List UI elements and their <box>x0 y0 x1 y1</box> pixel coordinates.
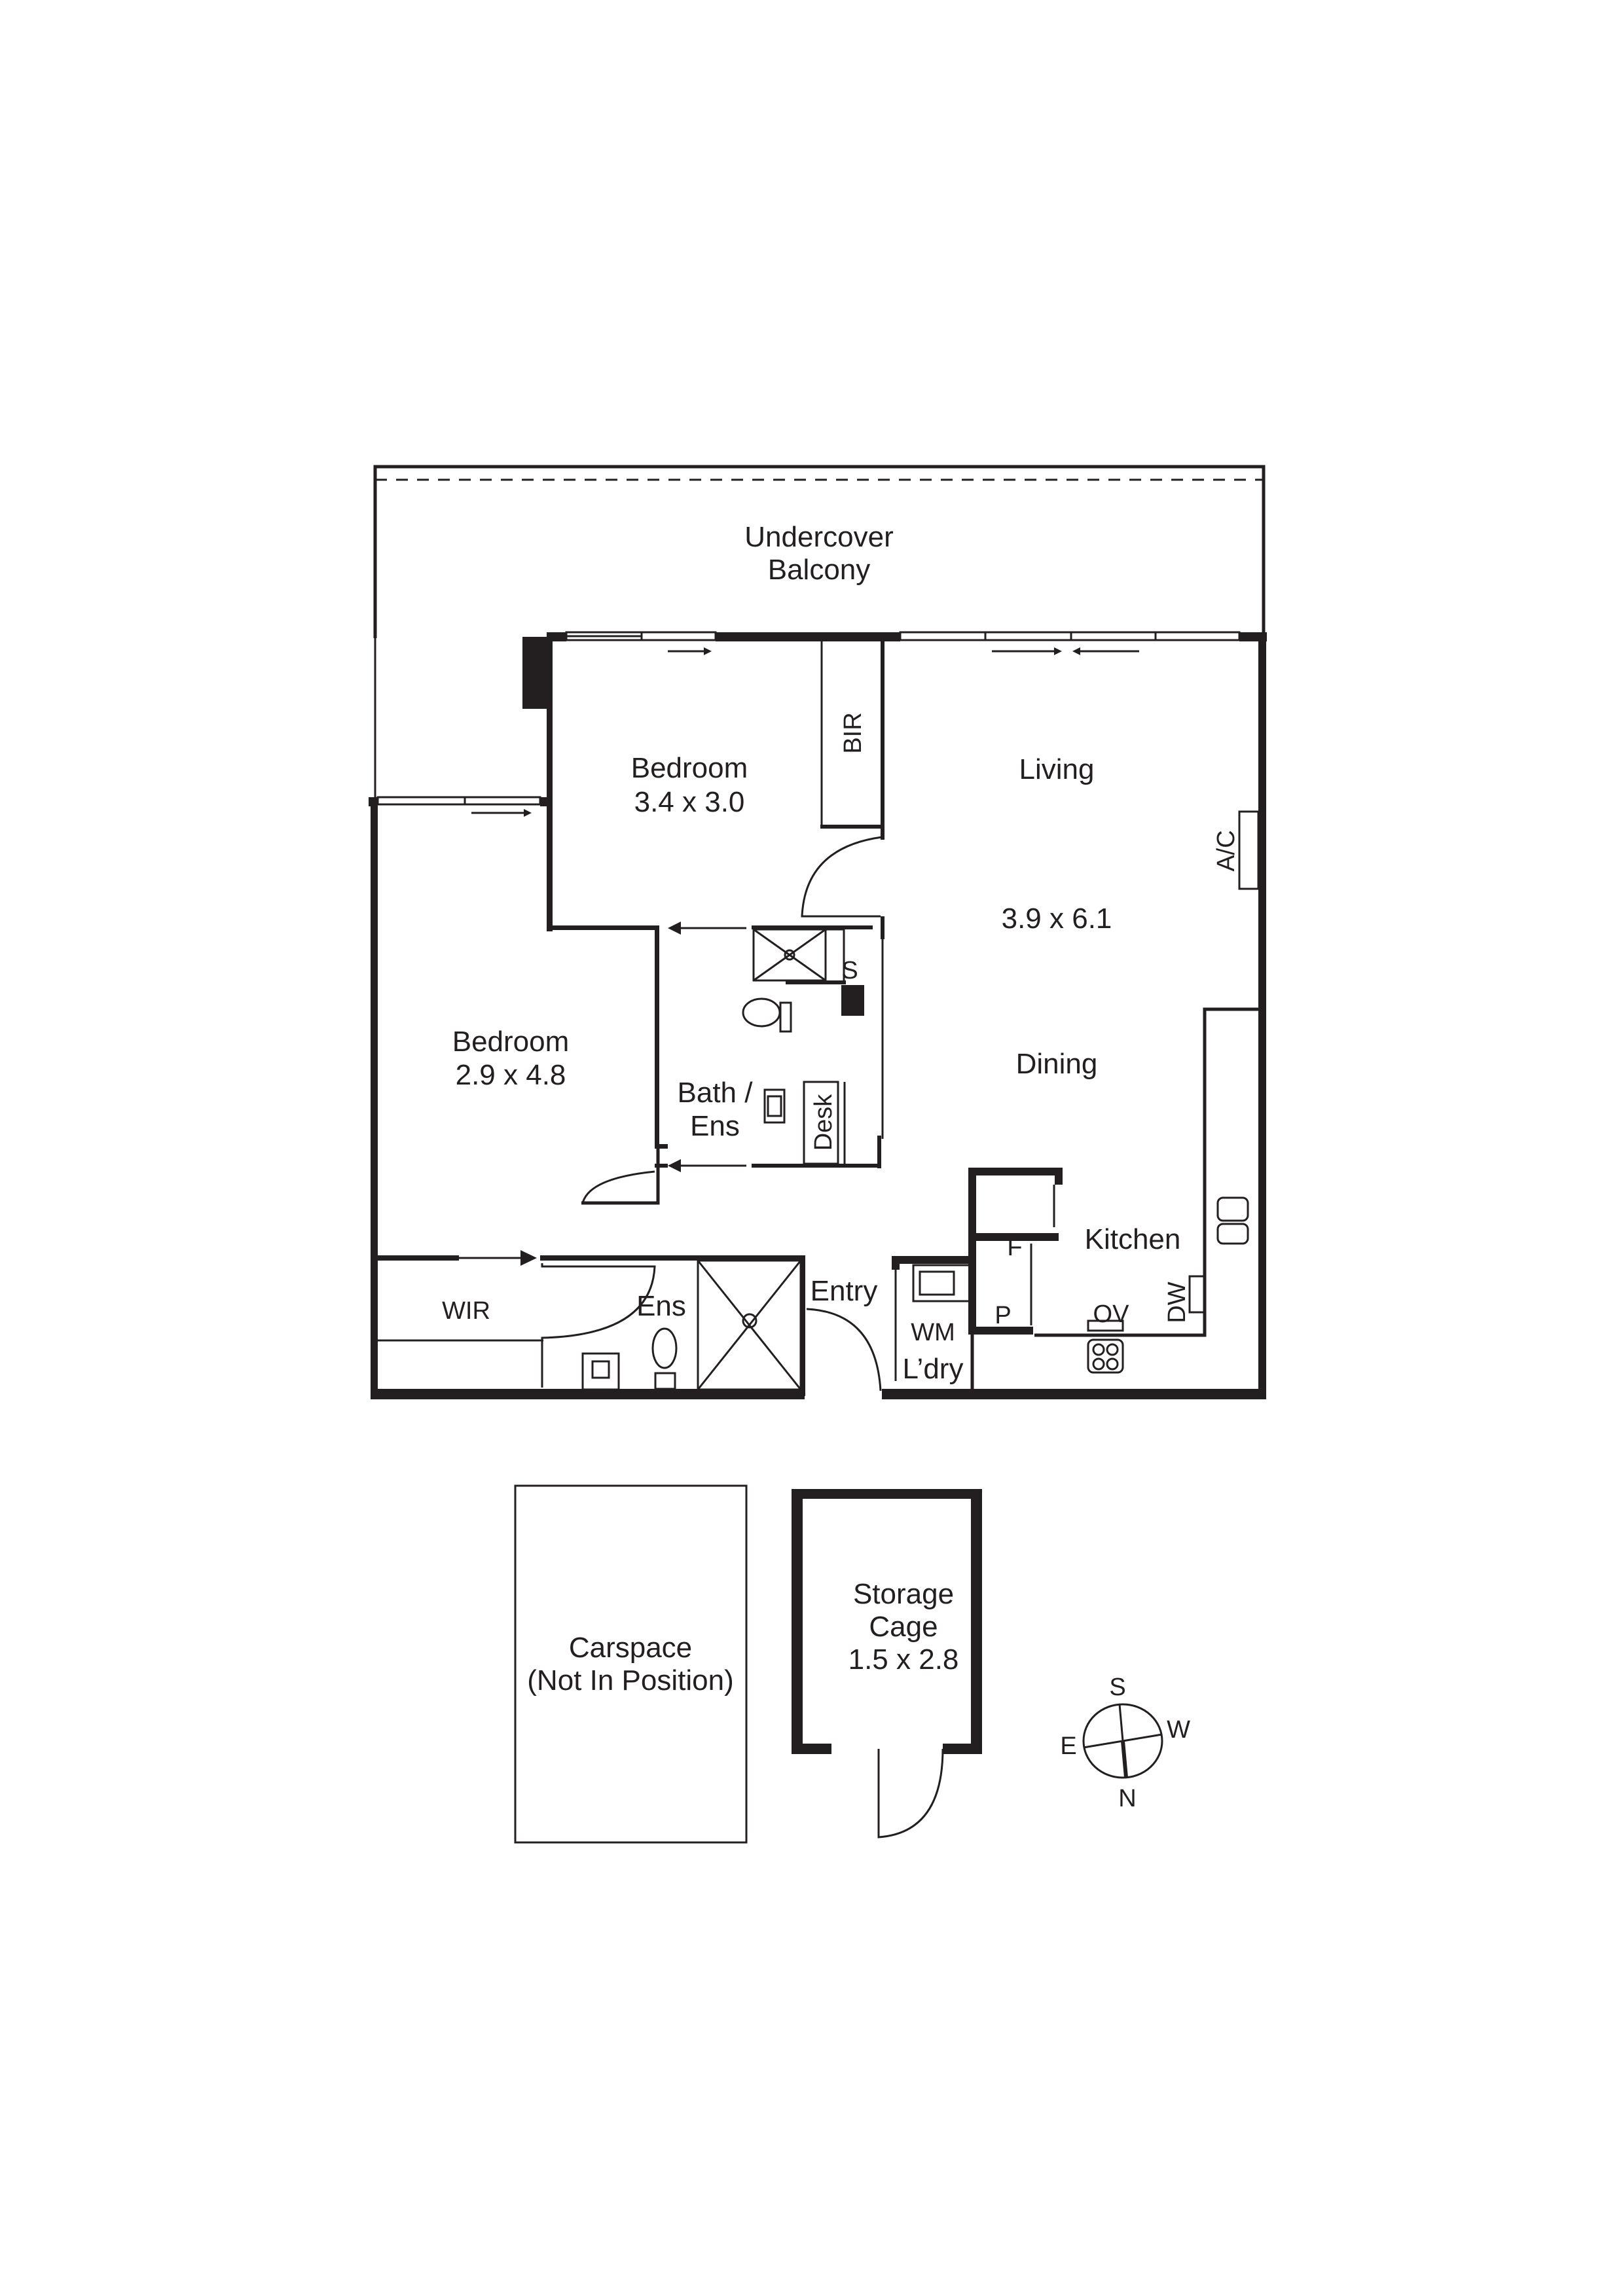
windows <box>376 631 1241 806</box>
bedroom1-size: 3.4 x 3.0 <box>634 786 745 818</box>
balcony: Undercover Balcony <box>373 465 1266 800</box>
laundry-label-2: L’dry <box>903 1353 964 1385</box>
ensuite-label: Ens <box>636 1290 686 1322</box>
ensuite-fixtures <box>378 1259 802 1391</box>
bir-label: BIR <box>839 712 867 753</box>
bir: BIR <box>820 640 884 829</box>
walls <box>369 632 1267 1399</box>
laundry-label: WM <box>911 1319 955 1346</box>
carspace-label-2: (Not In Position) <box>527 1664 733 1696</box>
ac-unit <box>1238 810 1260 890</box>
compass-west: W <box>1167 1716 1190 1744</box>
compass-north: N <box>1118 1785 1136 1812</box>
dining-label: Dining <box>1016 1048 1098 1080</box>
entry-label: Entry <box>811 1275 878 1307</box>
kitchen-fixtures <box>892 1007 1259 1391</box>
ac-label: A/C <box>1213 830 1240 871</box>
living-size: 3.9 x 6.1 <box>1002 903 1112 935</box>
living-label: Living <box>1019 753 1095 785</box>
bath-label: Bath / <box>678 1077 754 1109</box>
storage-label-2: Cage <box>869 1611 938 1643</box>
storage-label: Storage <box>853 1578 954 1610</box>
carspace: Carspace (Not In Position) <box>514 1484 748 1844</box>
bedroom2-size: 2.9 x 4.8 <box>456 1059 566 1091</box>
bath-label-2: Ens <box>690 1110 740 1142</box>
fridge-label: F <box>1007 1234 1022 1261</box>
balcony-label-2: Balcony <box>768 554 871 586</box>
dishwasher-label: DW <box>1163 1282 1191 1323</box>
doors <box>541 836 883 1391</box>
carspace-label: Carspace <box>569 1632 692 1664</box>
desk-label: Desk <box>810 1094 837 1151</box>
compass-south: S <box>1109 1674 1125 1701</box>
oven-label: OV <box>1093 1300 1130 1328</box>
storage-size: 1.5 x 2.8 <box>848 1643 959 1676</box>
bath-fixtures: Desk S <box>742 928 864 1165</box>
compass-east: E <box>1060 1732 1076 1760</box>
pantry-label: P <box>994 1302 1011 1329</box>
balcony-label: Undercover <box>744 521 893 553</box>
compass-icon: S N E W <box>1060 1674 1190 1812</box>
bedroom1-label: Bedroom <box>631 752 748 784</box>
slide-arrows <box>429 647 1139 1266</box>
shelf-label: S <box>841 957 858 984</box>
wir-label: WIR <box>442 1297 490 1325</box>
storage-cage: Storage Cage 1.5 x 2.8 <box>792 1489 982 1839</box>
kitchen-label: Kitchen <box>1085 1223 1181 1255</box>
bedroom2-label: Bedroom <box>452 1026 570 1058</box>
